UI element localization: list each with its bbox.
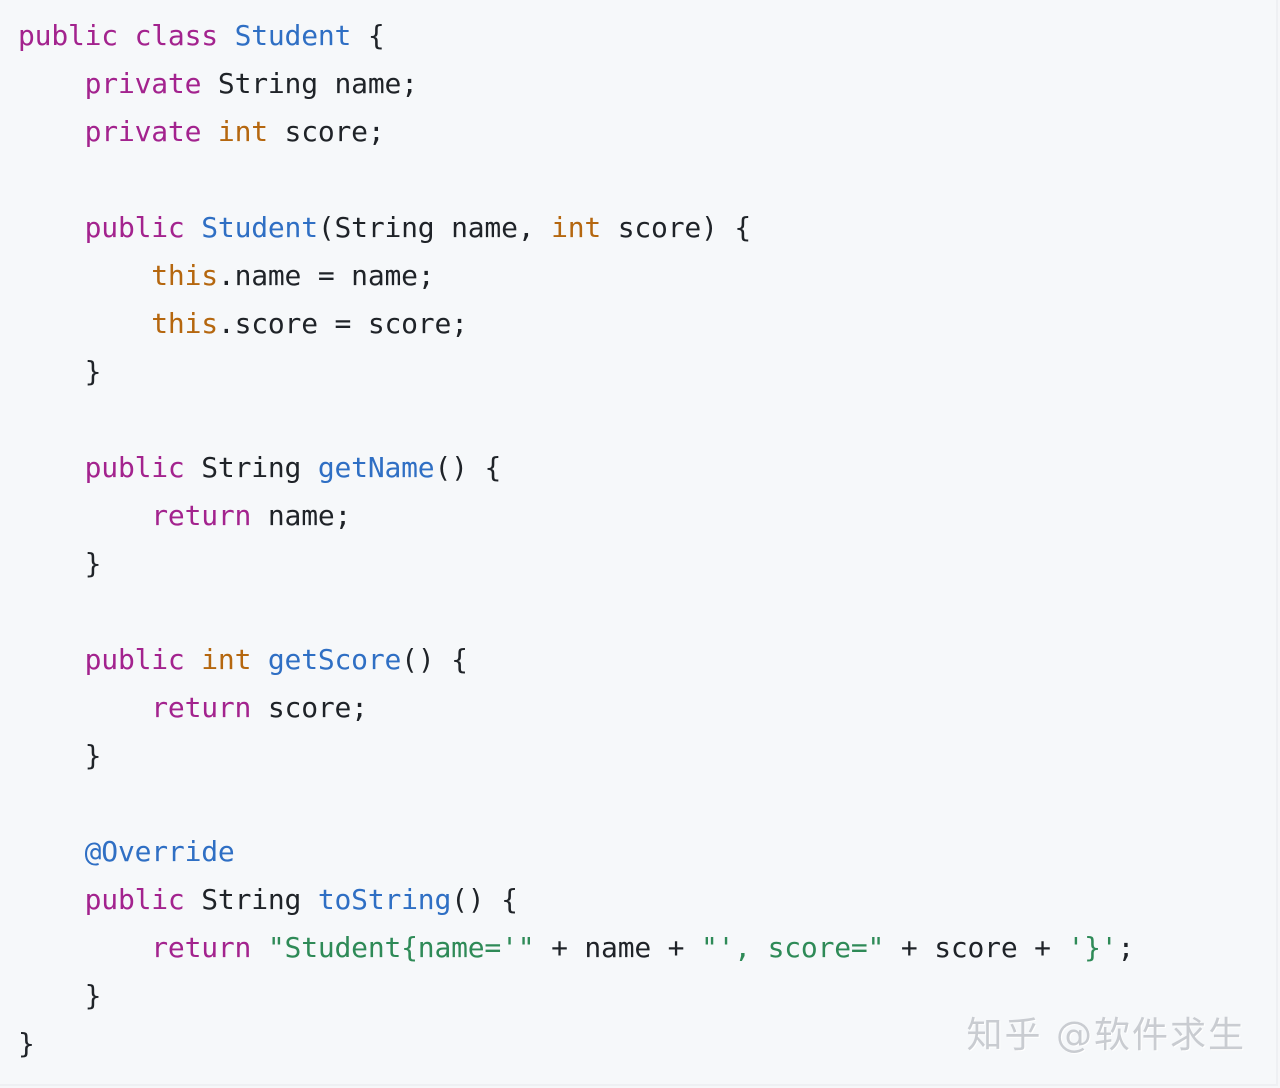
- code-token-fn: toString: [317, 883, 452, 916]
- code-token-kw: public: [18, 19, 135, 52]
- code-token-fn: Student: [234, 19, 352, 52]
- code-token-plain: }: [18, 547, 102, 580]
- code-token-ann: @Override: [84, 835, 235, 868]
- code-token-plain: [18, 211, 85, 244]
- code-token-plain: [18, 115, 85, 148]
- code-token-plain: ;: [1117, 931, 1135, 964]
- code-line: private String name;: [18, 60, 1134, 108]
- code-token-str: '}': [1067, 931, 1118, 964]
- code-token-plain: [18, 643, 85, 676]
- code-line: this.name = name;: [18, 252, 1134, 300]
- code-token-type: this: [151, 307, 218, 340]
- code-token-plain: [18, 835, 85, 868]
- code-token-plain: score) {: [601, 211, 751, 244]
- code-token-kw: return: [151, 931, 268, 964]
- code-token-plain: [18, 451, 85, 484]
- code-line: [18, 780, 1134, 828]
- code-token-plain: String name;: [217, 67, 418, 100]
- code-line: }: [18, 972, 1134, 1020]
- code-line: [18, 588, 1134, 636]
- code-line: @Override: [18, 828, 1134, 876]
- code-line: [18, 396, 1134, 444]
- code-line: }: [18, 732, 1134, 780]
- code-token-type: int: [201, 643, 268, 676]
- code-token-type: int: [551, 211, 602, 244]
- code-token-plain: () {: [451, 883, 518, 916]
- code-token-kw: public: [84, 883, 202, 916]
- code-line: }: [18, 348, 1134, 396]
- code-token-plain: [18, 931, 151, 964]
- code-token-plain: String: [201, 451, 318, 484]
- code-token-kw: private: [84, 115, 218, 148]
- code-token-plain: [18, 259, 151, 292]
- code-token-kw: return: [151, 691, 268, 724]
- code-token-fn: getScore: [267, 643, 402, 676]
- code-line: return "Student{name='" + name + "', sco…: [18, 924, 1134, 972]
- code-line: return name;: [18, 492, 1134, 540]
- code-token-str: "', score=": [700, 931, 885, 964]
- code-token-plain: .score = score;: [217, 307, 468, 340]
- code-line: this.score = score;: [18, 300, 1134, 348]
- code-token-kw: class: [134, 19, 235, 52]
- code-line: }: [18, 1020, 1134, 1068]
- code-token-plain: score;: [267, 115, 385, 148]
- code-token-plain: .name = name;: [217, 259, 435, 292]
- code-token-type: this: [151, 259, 218, 292]
- code-line: }: [18, 540, 1134, 588]
- code-token-plain: }: [18, 355, 102, 388]
- code-line: public Student(String name, int score) {: [18, 204, 1134, 252]
- code-line: public String toString() {: [18, 876, 1134, 924]
- code-token-plain: String: [201, 883, 318, 916]
- code-token-plain: [18, 307, 151, 340]
- watermark: 知乎 @软件求生: [966, 1015, 1246, 1056]
- code-token-str: "Student{name='": [267, 931, 535, 964]
- code-token-plain: {: [351, 19, 385, 52]
- code-token-kw: public: [84, 451, 202, 484]
- code-token-plain: name;: [267, 499, 352, 532]
- code-token-plain: [18, 499, 151, 532]
- code-line: [18, 156, 1134, 204]
- code-token-plain: () {: [401, 643, 468, 676]
- code-token-plain: + name +: [534, 931, 701, 964]
- code-token-kw: public: [84, 211, 202, 244]
- code-line: private int score;: [18, 108, 1134, 156]
- code-line: public String getName() {: [18, 444, 1134, 492]
- code-token-fn: Student: [201, 211, 318, 244]
- code-token-plain: [18, 67, 85, 100]
- code-token-plain: (String name,: [317, 211, 552, 244]
- code-token-plain: () {: [434, 451, 502, 484]
- code-token-plain: score;: [267, 691, 368, 724]
- code-token-type: int: [217, 115, 268, 148]
- code-line: public int getScore() {: [18, 636, 1134, 684]
- code-token-fn: getName: [317, 451, 435, 484]
- code-token-kw: private: [84, 67, 218, 100]
- code-token-plain: }: [18, 739, 102, 772]
- code-token-plain: }: [18, 1027, 35, 1060]
- code-token-plain: }: [18, 979, 102, 1012]
- code-token-plain: + score +: [884, 931, 1068, 964]
- code-token-kw: public: [84, 643, 202, 676]
- code-token-plain: [18, 883, 85, 916]
- code-listing: public class Student { private String na…: [18, 12, 1134, 1068]
- code-line: public class Student {: [18, 12, 1134, 60]
- code-token-kw: return: [151, 499, 268, 532]
- code-line: return score;: [18, 684, 1134, 732]
- code-token-plain: [18, 691, 151, 724]
